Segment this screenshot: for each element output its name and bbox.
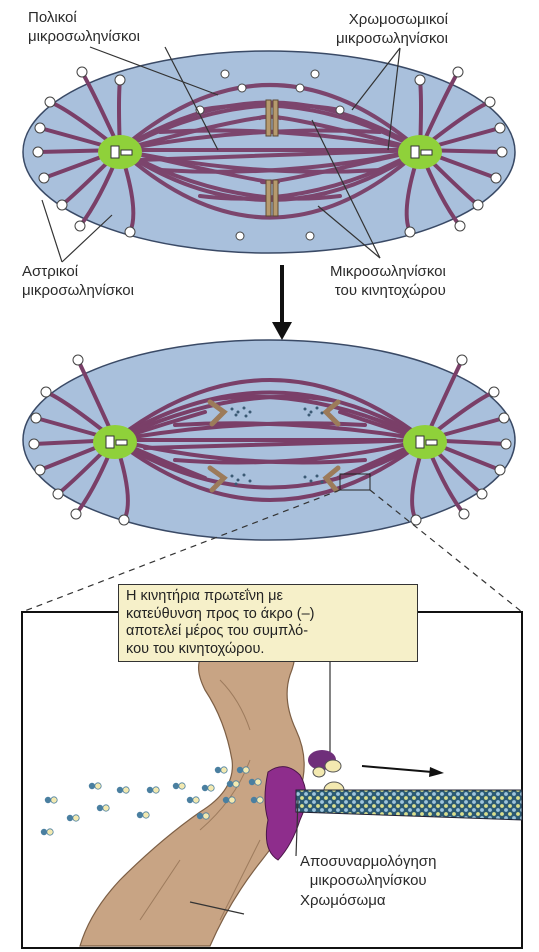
centrosome-middle-left [93,425,137,459]
label-microtubule-disassembly: Αποσυναρμολόγηση μικροσωληνίσκου [300,852,436,890]
label-chromosome: Χρωμόσωμα [300,891,386,910]
label-chromosomal-microtubules: Χρωμοσωμικοί μικροσωληνίσκοι [336,10,448,48]
spindle-top [23,47,515,262]
down-arrow-icon [272,265,292,340]
centrosome-top-right [398,135,442,169]
centrosome-middle-right [403,425,447,459]
spindle-middle [23,340,515,540]
label-astral-microtubules: Αστρικοί μικροσωληνίσκοι [22,262,134,300]
label-kinetochore-microtubules: Μικροσωληνίσκοι του κινητοχώρου [330,262,446,300]
label-polar-microtubules: Πολικοί μικροσωληνίσκοι [28,8,140,46]
zoom-panel [22,612,522,948]
motor-protein-callout: Η κινητήρια πρωτεΐνη με κατεύθυνση προς … [118,584,418,662]
centrosome-top-left [98,135,142,169]
